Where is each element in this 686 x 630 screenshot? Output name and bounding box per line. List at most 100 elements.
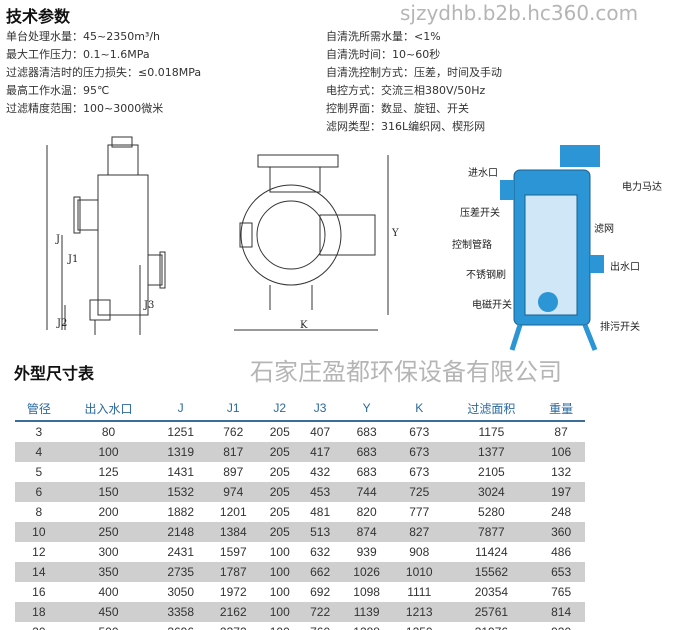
dim-k: K xyxy=(300,320,308,331)
table-cell: 205 xyxy=(259,442,300,462)
table-cell: 11424 xyxy=(475,545,508,559)
table-cell: 205 xyxy=(269,465,290,479)
table-cell: 200 xyxy=(98,505,119,519)
table-cell: 725 xyxy=(392,482,446,502)
table-cell: 14 xyxy=(15,562,63,582)
table-cell: 908 xyxy=(409,545,430,559)
dim-j1: J1 xyxy=(68,254,79,265)
table-cell: 1111 xyxy=(407,585,432,599)
table-cell: 150 xyxy=(62,482,155,502)
table-cell: 1201 xyxy=(219,505,247,519)
table-cell: 1787 xyxy=(206,562,260,582)
table-cell: 1532 xyxy=(154,482,207,502)
table-cell: 1597 xyxy=(219,545,247,559)
table-cell: 974 xyxy=(206,482,260,502)
table-cell: 939 xyxy=(356,545,377,559)
table-cell: 1139 xyxy=(340,602,393,622)
table-cell: 486 xyxy=(551,545,572,559)
table-cell: 10 xyxy=(15,522,63,542)
table-cell: 2105 xyxy=(478,465,505,479)
spec-line: 自清洗所需水量：<1% xyxy=(326,30,441,43)
table-title: 外型尺寸表 xyxy=(14,364,95,383)
spec-line: 控制界面：数显、旋钮、开关 xyxy=(326,102,469,115)
table-cell: 2148 xyxy=(154,522,207,542)
table-cell: 1384 xyxy=(206,522,260,542)
table-cell: 513 xyxy=(299,522,341,542)
table-cell: 20354 xyxy=(474,585,509,599)
table-cell: 205 xyxy=(269,425,290,439)
table-cell: 16 xyxy=(32,585,46,599)
spec-line: 自清洗时间：10~60秒 xyxy=(326,48,441,61)
table-cell: 407 xyxy=(310,425,331,439)
spec-line: 滤网类型：316L编织网、楔形网 xyxy=(326,120,486,133)
label-diff-switch: 压差开关 xyxy=(460,208,500,219)
table-cell: 2431 xyxy=(167,545,195,559)
table-cell: 722 xyxy=(299,602,341,622)
table-cell: 1431 xyxy=(167,465,195,479)
table-cell: 106 xyxy=(537,442,585,462)
table-cell: 80 xyxy=(101,425,116,439)
table-cell: 12 xyxy=(32,545,46,559)
table-cell: 765 xyxy=(551,585,572,599)
table-cell: 1288 xyxy=(340,622,393,630)
table-cell: 360 xyxy=(537,522,585,542)
label-screen: 滤网 xyxy=(594,224,614,235)
spec-line: 自清洗控制方式：压差，时间及手动 xyxy=(326,66,502,79)
table-cell: 1213 xyxy=(392,602,446,622)
table-cell: 1026 xyxy=(340,562,393,582)
top-view-drawing xyxy=(234,154,389,331)
table-cell: 250 xyxy=(62,522,155,542)
table-cell: 814 xyxy=(537,602,585,622)
table-cell: 632 xyxy=(310,545,331,559)
table-cell: 1882 xyxy=(167,505,195,519)
table-cell: 1972 xyxy=(219,585,247,599)
column-header: 出入水口 xyxy=(62,396,155,422)
table-cell: 205 xyxy=(269,505,290,519)
table-cell: 673 xyxy=(392,442,446,462)
table-cell: 777 xyxy=(409,505,430,519)
column-header: J1 xyxy=(206,396,260,422)
table-cell: 450 xyxy=(62,602,155,622)
table-cell: 100 xyxy=(259,622,300,630)
table-cell: 3050 xyxy=(167,585,195,599)
table-cell: 7877 xyxy=(445,522,538,542)
table-cell: 4 xyxy=(15,442,63,462)
tech-title: 技术参数 xyxy=(6,7,71,26)
side-view-drawing xyxy=(46,136,166,335)
table-cell: 248 xyxy=(551,505,572,519)
table-cell: 820 xyxy=(356,505,377,519)
column-header: 重量 xyxy=(537,396,585,422)
label-motor: 电力马达 xyxy=(622,182,662,193)
watermark-company: 石家庄盈都环保设备有限公司 xyxy=(250,358,562,386)
technical-drawings xyxy=(46,136,604,351)
table-cell: 100 xyxy=(269,585,290,599)
table-cell: 100 xyxy=(62,442,155,462)
label-inlet: 进水口 xyxy=(468,168,498,179)
column-header: 过滤面积 xyxy=(445,396,538,422)
label-brush: 不锈钢刷 xyxy=(466,270,506,281)
table-cell: 673 xyxy=(409,465,430,479)
table-cell: 481 xyxy=(310,505,331,519)
table-cell: 500 xyxy=(62,622,155,630)
table-cell: 762 xyxy=(223,425,244,439)
table-cell: 25761 xyxy=(445,602,538,622)
table-cell: 15562 xyxy=(445,562,538,582)
table-cell: 205 xyxy=(259,482,300,502)
table-cell: 744 xyxy=(340,482,393,502)
table-cell: 3 xyxy=(35,425,43,439)
table-cell: 683 xyxy=(340,442,393,462)
table-cell: 1251 xyxy=(167,425,195,439)
table-cell: 125 xyxy=(98,465,119,479)
dim-j3: J3 xyxy=(144,300,155,311)
column-header: J3 xyxy=(299,396,341,422)
spec-line: 最大工作压力：0.1~1.6MPa xyxy=(6,48,150,61)
